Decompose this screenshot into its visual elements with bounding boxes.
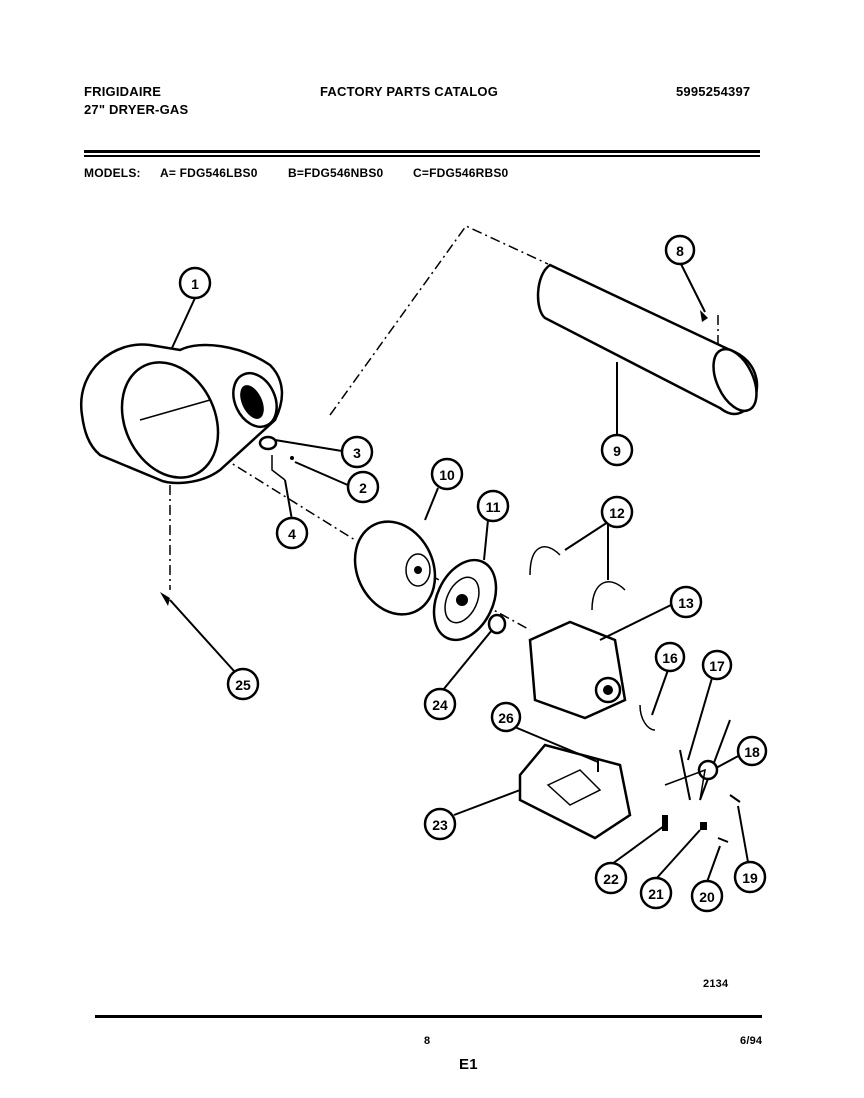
svg-text:23: 23 [432,817,448,833]
callout-8: 8 [664,234,696,266]
callout-16: 16 [654,641,686,673]
callout-12: 12 [600,495,634,529]
screw-part-25 [160,592,170,606]
callout-11: 11 [476,489,510,523]
svg-text:18: 18 [744,744,760,760]
brand-name: FRIGIDAIRE [84,84,162,99]
screw-part-8 [700,310,708,322]
svg-text:19: 19 [742,870,758,886]
models-label: MODELS: [84,166,141,180]
svg-text:26: 26 [498,710,514,726]
svg-text:20: 20 [699,889,715,905]
bolt-part-19 [729,794,741,803]
revision-date: 6/94 [740,1035,763,1047]
figure-number: 2134 [703,978,729,990]
callout-1: 1 [178,266,212,300]
callout-26: 26 [490,701,522,733]
catalog-number: 5995254397 [676,84,751,99]
callout-10: 10 [430,457,464,491]
hardware-part-3 [258,435,278,451]
product-name: 27" DRYER-GAS [84,102,189,117]
svg-text:8: 8 [676,243,684,259]
callout-13: 13 [669,585,703,619]
callout-23: 23 [423,807,457,841]
footer-rule [95,1015,762,1018]
spring-part-16 [639,704,656,731]
svg-text:9: 9 [613,443,621,459]
blower-centerline [169,424,356,541]
duct-centerline [329,225,549,416]
svg-text:2: 2 [359,480,367,496]
seal-part [432,558,498,642]
svg-text:13: 13 [678,595,694,611]
catalog-title: FACTORY PARTS CATALOG [320,84,499,99]
clamp-part-a [529,546,561,576]
svg-text:16: 16 [662,650,678,666]
washer-part [487,613,507,635]
section-code: E1 [459,1056,478,1073]
callout-4: 4 [275,516,309,550]
idler-pulley-part [697,759,719,781]
page-number: 8 [424,1035,431,1047]
svg-text:11: 11 [486,499,501,515]
svg-text:22: 22 [603,871,619,887]
svg-text:1: 1 [191,276,199,292]
svg-text:10: 10 [439,467,455,483]
blower-wheel-part [353,520,437,616]
motor-part [528,620,627,720]
callout-9: 9 [600,433,634,467]
spring-part-22 [662,815,668,831]
callout-17: 17 [701,649,733,681]
callout-18: 18 [736,735,768,767]
callout-21: 21 [639,876,673,910]
model-b: B=FDG546NBS0 [288,166,384,180]
header-rule-bottom [84,155,760,157]
bolt-part-20 [717,837,729,843]
model-c: C=FDG546RBS0 [413,166,509,180]
blower-housing-part [79,343,284,485]
motor-centerline [429,574,531,631]
exhaust-duct-part [536,263,759,416]
svg-text:12: 12 [609,505,625,521]
svg-text:21: 21 [648,886,664,902]
model-a: A= FDG546LBS0 [160,166,258,180]
motor-mount-part [518,743,632,840]
callout-19: 19 [733,860,767,894]
callout-20: 20 [690,879,724,913]
callout-3: 3 [340,435,374,469]
svg-text:24: 24 [432,697,448,713]
hardware-part-2 [290,456,294,460]
idler-arm-part-b [699,719,731,801]
svg-text:3: 3 [353,445,361,461]
svg-text:4: 4 [288,526,296,542]
nut-part-21 [700,822,707,830]
callout-24: 24 [423,687,457,721]
header-rule-top [84,150,760,153]
hardware-part-4 [271,455,286,481]
callout-25: 25 [226,667,260,701]
callout-22: 22 [594,861,628,895]
idler-arm-part [679,749,691,801]
clamp-part-b [591,581,626,611]
svg-text:25: 25 [235,677,251,693]
svg-text:17: 17 [709,658,725,674]
callout-2: 2 [346,470,380,504]
idler-bracket-part [664,768,706,801]
